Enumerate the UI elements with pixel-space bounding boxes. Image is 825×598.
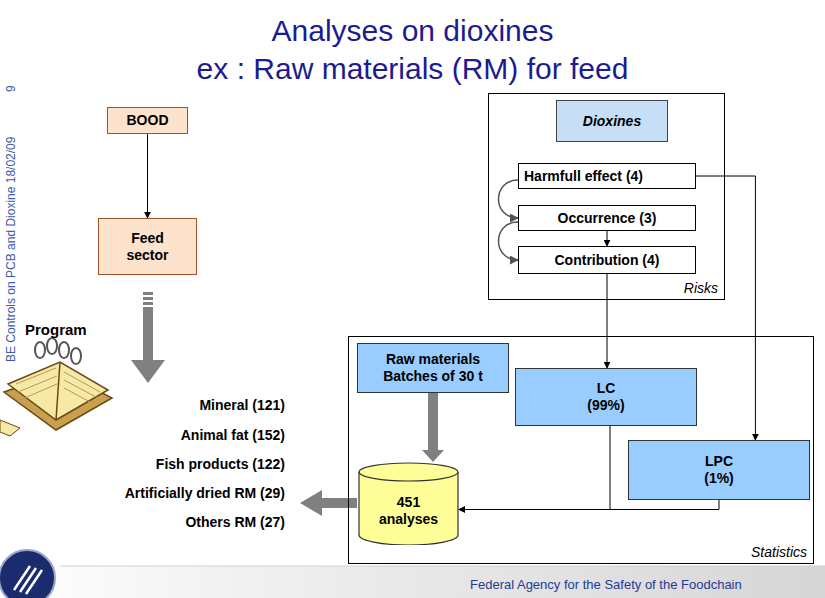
connector xyxy=(499,222,519,260)
connector xyxy=(499,180,519,218)
list-item: Animal fat (152) xyxy=(181,427,285,443)
node-text: Harmfull effect (4) xyxy=(524,168,643,185)
node-text: Contribution (4) xyxy=(555,252,660,269)
connector xyxy=(607,274,608,368)
block-arrow xyxy=(131,292,165,383)
subtitle: ex : Raw materials (RM) for feed xyxy=(0,52,825,86)
connector xyxy=(147,134,148,218)
icon-label: Program xyxy=(25,321,87,338)
node-text: LPC xyxy=(705,453,733,470)
node-text: Raw materials Batches of 30 t xyxy=(371,351,496,385)
node-text: (99%) xyxy=(587,397,624,414)
node-text: 451 analyses xyxy=(374,494,444,528)
connector xyxy=(422,393,444,462)
node-text: LC xyxy=(597,380,616,397)
page-number: 9 xyxy=(4,85,18,92)
connector xyxy=(696,176,755,440)
node-text: (1%) xyxy=(704,470,734,487)
frame-label: Statistics xyxy=(751,544,807,561)
sector-box: Feed sector xyxy=(98,218,197,275)
logo xyxy=(0,550,55,598)
list-item: Artificially dried RM (29) xyxy=(125,485,285,501)
frame-label: Risks xyxy=(684,280,718,297)
org-box: BOOD xyxy=(107,107,188,134)
list-item: Mineral (121) xyxy=(199,397,285,413)
list-item: Others RM (27) xyxy=(185,514,285,530)
risk-box: Harmfull effect (4) xyxy=(518,163,696,189)
title: Analyses on dioxines xyxy=(0,14,825,48)
connector xyxy=(459,426,610,510)
risks-frame: Risks DioxinesHarmfull effect (4) Occurren… xyxy=(488,93,725,300)
node-text: BOOD xyxy=(127,112,169,129)
database-cylinder: 451 analyses xyxy=(358,462,459,545)
topic-box: Dioxines xyxy=(556,100,668,142)
risk-box: Contribution (4) xyxy=(518,246,696,274)
statistics-frame: Statistics Raw materials Batches of 30 t L… xyxy=(348,336,814,564)
batch-box: Raw materials Batches of 30 t xyxy=(357,343,509,393)
node-text: Occurrence (3) xyxy=(558,210,657,227)
risk-box: Occurrence (3) xyxy=(518,205,696,231)
lc-box: LC(99%) xyxy=(515,368,697,426)
footer-rule xyxy=(60,566,825,567)
node-text: Dioxines xyxy=(583,113,641,130)
node-text: Feed sector xyxy=(113,230,183,264)
side-note: BE Controls on PCB and Dioxine 18/02/09 xyxy=(4,137,18,362)
footer-text: Federal Agency for the Safety of the Foo… xyxy=(470,577,742,592)
footer-band xyxy=(0,566,825,598)
list-item: Fish products (122) xyxy=(156,456,285,472)
lpc-box: LPC(1%) xyxy=(628,440,810,500)
connector xyxy=(607,231,608,246)
connector xyxy=(459,500,719,510)
